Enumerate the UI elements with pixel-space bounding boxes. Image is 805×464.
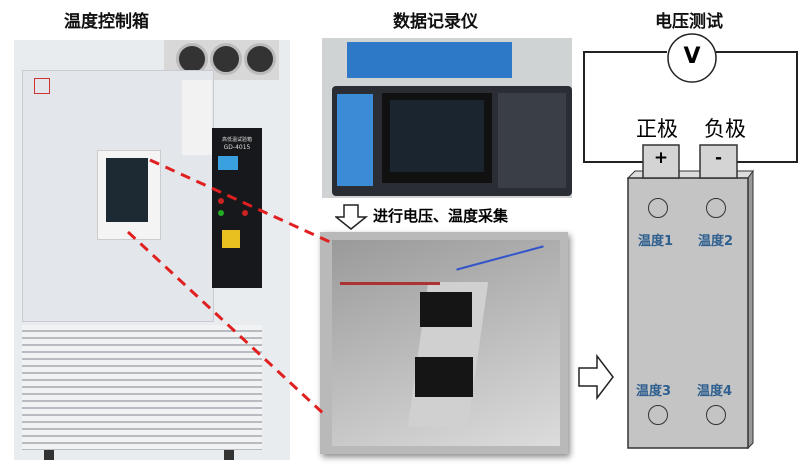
collect-label: 进行电压、温度采集 — [373, 207, 509, 225]
chamber-photo: 高低温试验箱 GD-4015 — [14, 40, 290, 460]
sensor-point-3 — [648, 405, 668, 425]
negative-label: 负极 — [704, 117, 746, 141]
positive-label: 正极 — [636, 117, 678, 141]
voltmeter-label: V — [683, 44, 701, 69]
sensor-point-4 — [706, 405, 726, 425]
voltmeter-icon — [667, 33, 717, 83]
sensor-label-3: 温度3 — [636, 384, 672, 399]
sensor-point-1 — [648, 198, 668, 218]
sensor-label-4: 温度4 — [697, 384, 733, 399]
sensor-point-2 — [706, 198, 726, 218]
logger-title: 数据记录仪 — [393, 12, 478, 32]
negative-tab — [699, 144, 738, 179]
chamber-title: 温度控制箱 — [64, 12, 149, 32]
right-arrow-icon — [578, 354, 614, 400]
chamber-panel-model: GD-4015 — [223, 144, 251, 151]
negative-sign: - — [714, 148, 723, 168]
battery-cell — [627, 177, 749, 449]
voltage-test-title: 电压测试 — [655, 12, 723, 32]
chamber-panel-name: 高低温试验箱 — [221, 137, 252, 143]
data-logger-photo — [322, 38, 572, 198]
battery-photo — [320, 232, 568, 454]
positive-tab — [642, 144, 680, 179]
sensor-label-1: 温度1 — [638, 234, 674, 249]
down-arrow-icon — [335, 204, 369, 230]
positive-sign: + — [653, 148, 669, 168]
sensor-label-2: 温度2 — [698, 234, 734, 249]
